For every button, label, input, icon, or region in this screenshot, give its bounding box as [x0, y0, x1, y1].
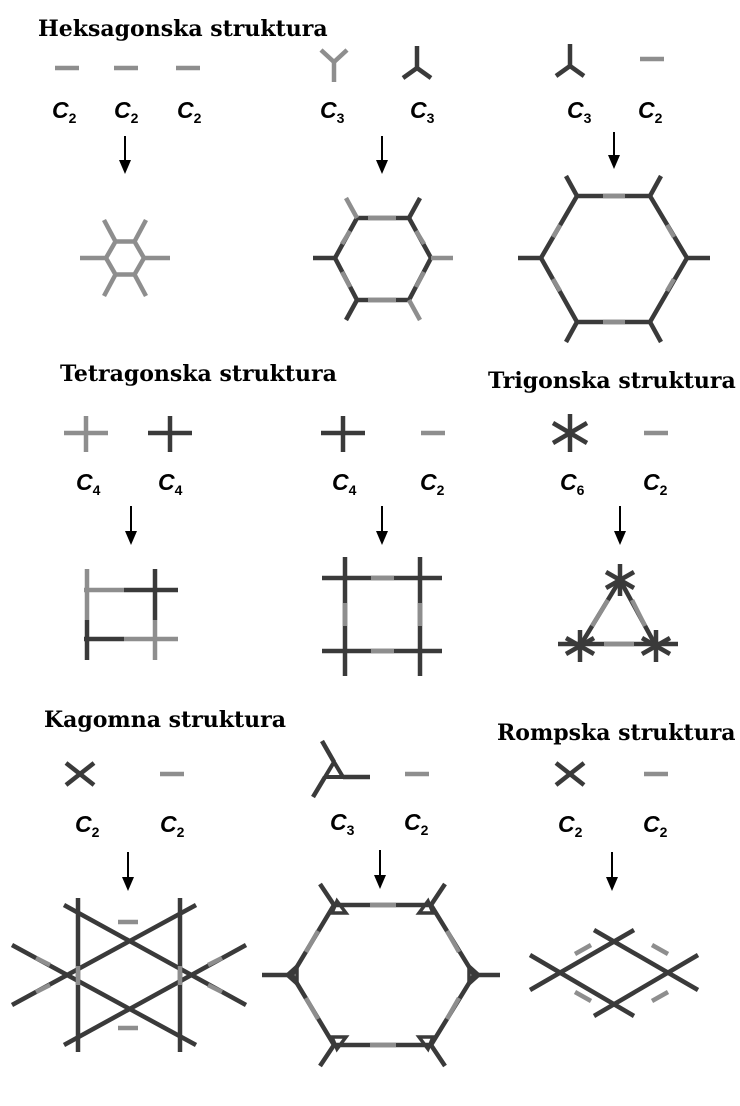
- tet-result-small: [84, 569, 178, 660]
- svg-text:C2: C2: [638, 97, 663, 126]
- title-kagome: Kagomna struktura: [44, 707, 286, 733]
- row3-arrows: [122, 850, 618, 891]
- kag-blocks: [64, 761, 184, 787]
- svg-text:C4: C4: [158, 469, 183, 498]
- title-rhombic: Rompska struktura: [497, 720, 736, 746]
- hex-labels: C2 C2 C2 C3 C3 C3 C2: [52, 97, 663, 126]
- kag-result: [10, 898, 248, 1052]
- svg-text:C2: C2: [52, 97, 77, 126]
- svg-text:C2: C2: [643, 811, 668, 840]
- svg-text:C2: C2: [420, 469, 445, 498]
- svg-text:C2: C2: [160, 811, 185, 840]
- svg-text:C2: C2: [558, 811, 583, 840]
- svg-text:C2: C2: [75, 811, 100, 840]
- rom-result: [528, 928, 700, 1018]
- title-hexagonal: Heksagonska struktura: [38, 16, 328, 42]
- kag2-result: [262, 882, 500, 1068]
- hex-arrows: [119, 132, 620, 174]
- tet-result-large: [322, 557, 442, 676]
- svg-text:C2: C2: [643, 469, 668, 498]
- svg-text:C4: C4: [76, 469, 101, 498]
- rom-blocks: [554, 761, 668, 787]
- kag2-blocks: [311, 739, 429, 799]
- svg-text:C3: C3: [410, 97, 435, 126]
- hex-result-small: [80, 218, 170, 298]
- svg-text:C6: C6: [560, 469, 585, 498]
- hex-result-medium: [313, 196, 453, 322]
- svg-text:C3: C3: [320, 97, 345, 126]
- svg-text:C4: C4: [332, 469, 357, 498]
- tet-blocks: [64, 416, 445, 452]
- row2-labels: C4 C4 C4 C2 C6 C2: [76, 469, 668, 498]
- row3-labels: C2 C2 C3 C2 C2 C2: [75, 809, 668, 840]
- hex-blocks-c3: [319, 44, 664, 82]
- tri-blocks: [551, 414, 668, 452]
- title-trigonal: Trigonska struktura: [488, 368, 736, 394]
- svg-text:C2: C2: [177, 97, 202, 126]
- svg-text:C2: C2: [404, 809, 429, 838]
- svg-text:C2: C2: [114, 97, 139, 126]
- title-tetragonal: Tetragonska struktura: [60, 361, 337, 387]
- row2-arrows: [125, 506, 626, 545]
- hex-result-large: [518, 174, 710, 344]
- svg-text:C3: C3: [567, 97, 592, 126]
- svg-text:C3: C3: [330, 809, 355, 838]
- tri-result: [558, 564, 678, 662]
